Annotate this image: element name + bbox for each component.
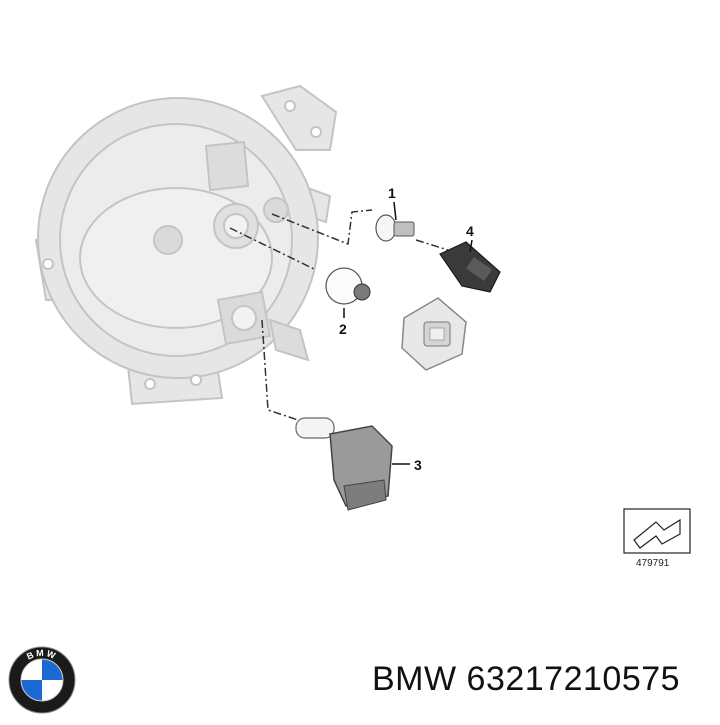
part-2-bulb xyxy=(325,267,371,305)
assembly-lines xyxy=(229,209,449,421)
part-number: 63217210575 xyxy=(466,660,681,698)
bmw-logo: BMW xyxy=(8,646,76,714)
callout-4: 4 xyxy=(466,223,474,239)
bulb-socket xyxy=(401,297,467,371)
part-1-wedge-bulb xyxy=(375,214,415,242)
callout-3: 3 xyxy=(414,457,422,473)
lamp-housing xyxy=(34,84,338,406)
callout-leaders xyxy=(343,201,473,465)
part-4-connector xyxy=(439,241,501,293)
part-number-caption: BMW 63217210575 xyxy=(372,660,680,699)
reference-symbol xyxy=(623,508,691,554)
callout-1: 1 xyxy=(388,185,396,201)
brand-name: BMW xyxy=(372,660,457,698)
reference-number: 479791 xyxy=(636,558,670,569)
callout-2: 2 xyxy=(339,321,347,337)
bmw-logo-text: BMW xyxy=(25,648,57,662)
svg-text:BMW: BMW xyxy=(25,648,59,662)
part-3-halogen-bulb xyxy=(295,417,393,511)
